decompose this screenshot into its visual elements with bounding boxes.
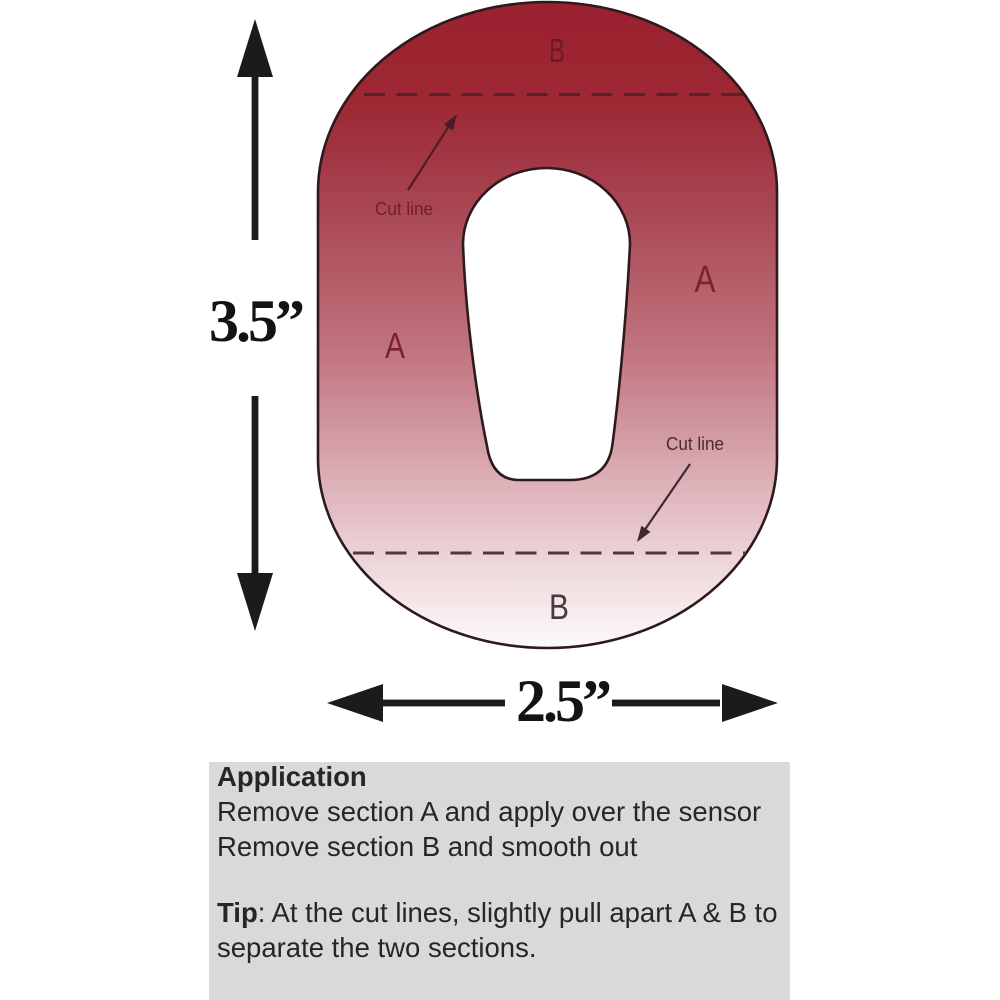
- svg-text:Cut line: Cut line: [375, 199, 433, 219]
- svg-text:Cut line: Cut line: [666, 434, 724, 454]
- svg-text:B: B: [549, 588, 569, 627]
- svg-text:A: A: [385, 325, 405, 366]
- svg-text:2.5”: 2.5”: [516, 668, 610, 734]
- svg-text:B: B: [549, 32, 565, 69]
- svg-text:A: A: [695, 259, 717, 301]
- svg-text:3.5”: 3.5”: [209, 288, 303, 354]
